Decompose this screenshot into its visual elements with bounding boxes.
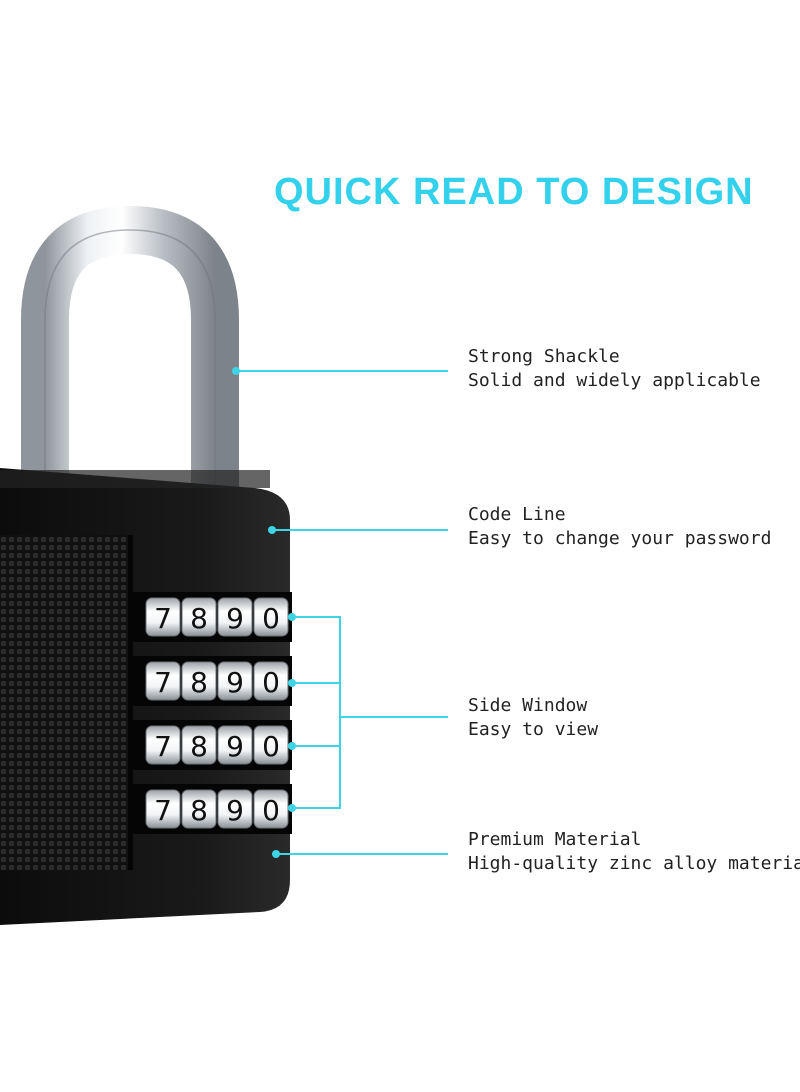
feature-description: Easy to view <box>468 719 599 740</box>
dial-wheel[interactable] <box>217 597 253 637</box>
dial-wheel[interactable] <box>145 597 181 637</box>
dial-wheel[interactable] <box>253 789 289 829</box>
dial-digit: 0 <box>262 666 280 699</box>
feature-title: Premium Material <box>468 829 642 850</box>
callout-dot <box>268 526 276 534</box>
callout-dot <box>288 613 296 621</box>
dial-digit: 7 <box>154 794 172 827</box>
dial-digit: 8 <box>190 602 208 635</box>
headline: QUICK READ TO DESIGN <box>274 171 754 213</box>
dial-digit: 0 <box>262 602 280 635</box>
dial-digit: 7 <box>154 602 172 635</box>
dial-wheel[interactable] <box>145 725 181 765</box>
feature-description: Solid and widely applicable <box>468 370 761 391</box>
dial-digit: 7 <box>154 730 172 763</box>
feature-title: Strong Shackle <box>468 346 620 367</box>
callout-dot <box>272 850 280 858</box>
dial-wheel[interactable] <box>145 661 181 701</box>
callout-dot <box>288 679 296 687</box>
dial-digit: 0 <box>262 794 280 827</box>
dial-digit: 0 <box>262 730 280 763</box>
dial-wheel[interactable] <box>181 597 217 637</box>
feature-strong-shackle: Strong Shackle Solid and widely applicab… <box>468 345 761 393</box>
callout-dot <box>288 804 296 812</box>
feature-premium-material: Premium Material High-quality zinc alloy… <box>468 828 800 876</box>
dial-digit: 8 <box>190 794 208 827</box>
dial-wheel[interactable] <box>253 725 289 765</box>
dial-wheel[interactable] <box>145 789 181 829</box>
callout-dot <box>232 367 240 375</box>
feature-code-line: Code Line Easy to change your password <box>468 503 771 551</box>
dial-wheel[interactable] <box>217 661 253 701</box>
dial-wheel[interactable] <box>181 661 217 701</box>
dial-digit: 9 <box>226 602 244 635</box>
dial-wheel[interactable] <box>253 661 289 701</box>
dial-wheel[interactable] <box>181 789 217 829</box>
feature-title: Side Window <box>468 695 588 716</box>
feature-title: Code Line <box>468 504 566 525</box>
dial-digit: 9 <box>226 794 244 827</box>
dial-digit: 9 <box>226 666 244 699</box>
callout-dot <box>288 742 296 750</box>
feature-side-window: Side Window Easy to view <box>468 694 598 742</box>
dial-wheel[interactable] <box>217 789 253 829</box>
shackle <box>20 205 239 500</box>
grip-texture <box>0 535 128 870</box>
feature-description: High-quality zinc alloy material <box>468 853 800 874</box>
feature-description: Easy to change your password <box>468 528 772 549</box>
dial-digit: 9 <box>226 730 244 763</box>
dial-wheel[interactable] <box>181 725 217 765</box>
dial-digit: 7 <box>154 666 172 699</box>
dial-wheel[interactable] <box>217 725 253 765</box>
dial-digit: 8 <box>190 730 208 763</box>
dial-digit: 8 <box>190 666 208 699</box>
callout-bracket-windows <box>292 616 341 809</box>
